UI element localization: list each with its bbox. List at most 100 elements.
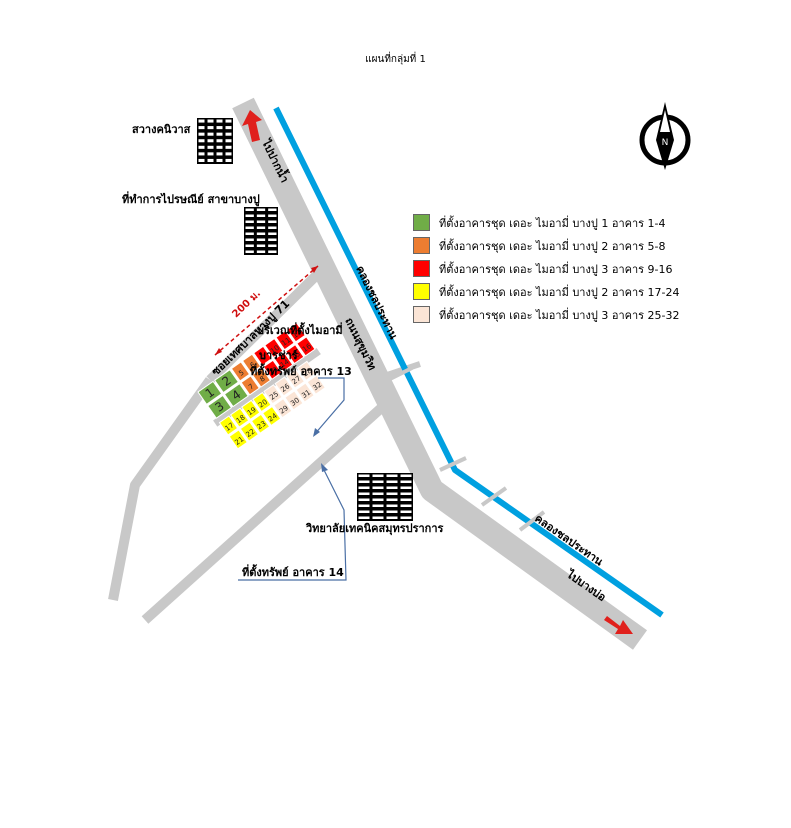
building-window [400, 504, 412, 507]
building-window [386, 492, 398, 495]
building-number: 22 [245, 427, 257, 439]
building-21: 21 [228, 429, 249, 450]
building-block [230, 361, 251, 382]
building-window [400, 474, 412, 477]
building-window [256, 214, 266, 217]
building-window [358, 474, 370, 477]
building-number: 24 [267, 411, 279, 423]
label-college: วิทยาลัยเทคนิคสมุทรปราการ [306, 522, 444, 535]
canal-bridge [439, 456, 467, 472]
building-window [358, 486, 370, 489]
building-window [198, 152, 205, 156]
legend-item: ที่ตั้งอาคารชุด เดอะ ไมอามี่ บางปู 3 อาค… [413, 257, 680, 280]
soi-road [206, 258, 334, 384]
building-block [306, 374, 326, 395]
building-window [207, 126, 214, 130]
building-7: 7 [240, 375, 260, 396]
building-window [207, 158, 214, 162]
building-block [218, 415, 239, 436]
building-window [198, 126, 205, 130]
building-number: 20 [257, 398, 269, 410]
building-window [216, 158, 223, 162]
canal-bridge [387, 366, 413, 382]
building-number: 8 [258, 375, 266, 384]
building-window [245, 208, 254, 211]
legend-item: ที่ตั้งอาคารชุด เดอะ ไมอามี่ บางปู 2 อาค… [413, 280, 680, 303]
building-window [372, 474, 384, 477]
building-window [386, 486, 398, 489]
building-number: 27 [291, 374, 303, 386]
building-block [251, 367, 272, 388]
building-number: 7 [247, 382, 255, 391]
building-window [386, 480, 398, 483]
legend-label: ที่ตั้งอาคารชุด เดอะ ไมอามี่ บางปู 2 อาค… [439, 239, 666, 253]
canal-bridge [518, 510, 546, 532]
building-window [372, 480, 384, 483]
building-number: 31 [300, 388, 312, 400]
building-body [357, 473, 413, 521]
callout-line-14 [238, 465, 347, 581]
building-window [386, 474, 398, 477]
building-window [245, 220, 254, 223]
building-number: 15 [290, 350, 302, 362]
label-bar: บารช่าร์ [259, 349, 298, 362]
building-20: 20 [252, 391, 272, 413]
building-window [372, 498, 384, 501]
building-window [207, 145, 214, 149]
legend-swatch [413, 237, 430, 254]
building-block [228, 429, 249, 450]
building-window [256, 244, 266, 247]
building-block [273, 351, 294, 373]
legend-item: ที่ตั้งอาคารชุด เดอะ ไมอามี่ บางปู 3 อาค… [413, 303, 680, 326]
building-window [207, 132, 214, 136]
building-number: 6 [249, 360, 258, 369]
building-window [225, 139, 232, 143]
roads [108, 97, 648, 650]
condo-building-cluster: 1234569101112781314151617181920252627282… [197, 322, 326, 450]
page-title: แผนที่กลุ่มที่ 1 [365, 54, 426, 65]
building-number: 28 [302, 367, 314, 379]
building-31: 31 [295, 382, 315, 403]
building-number: 29 [278, 404, 290, 416]
building-29: 29 [273, 398, 293, 419]
building-block [284, 390, 304, 411]
building-window [358, 504, 370, 507]
building-number: 18 [235, 413, 247, 425]
building-window [225, 126, 232, 130]
distance-arrowhead-icon [311, 266, 318, 273]
building-window [207, 119, 214, 123]
building-block [261, 405, 282, 427]
building-window [225, 132, 232, 136]
building-window [268, 226, 277, 229]
callout-arrowhead-icon [321, 463, 328, 472]
building-30: 30 [284, 390, 304, 411]
label-asset-14: ที่ตั้งทรัพย์ อาคาร 14 [242, 566, 344, 579]
building-window [268, 232, 277, 235]
building-window [198, 158, 205, 162]
building-number: 11 [280, 336, 292, 348]
building-block [214, 369, 240, 394]
building-block [250, 413, 271, 434]
college-building-icon [357, 473, 413, 521]
building-17: 17 [218, 415, 239, 436]
building-number: 26 [279, 382, 291, 394]
building-number: 12 [291, 328, 303, 340]
building-window [386, 510, 398, 513]
building-number: 16 [301, 342, 313, 354]
building-10: 10 [264, 337, 284, 359]
building-number: 17 [224, 421, 236, 433]
building-number: 9 [260, 353, 268, 362]
legend-swatch [413, 306, 430, 323]
building-window [216, 132, 223, 136]
building-window [400, 516, 412, 519]
label-savang: สวางคนิวาส [132, 123, 191, 136]
building-block [285, 368, 306, 389]
label-asset-13: ที่ตั้งทรัพย์ อาคาร 13 [250, 365, 352, 378]
building-number: 23 [256, 420, 268, 432]
legend-item: ที่ตั้งอาคารชุด เดอะ ไมอามี่ บางปู 1 อาค… [413, 211, 680, 234]
building-block [263, 384, 283, 405]
arrow-to-pak-nam-icon [242, 110, 262, 142]
building-window [207, 139, 214, 143]
building-window [198, 119, 205, 123]
building-14: 14 [273, 351, 294, 373]
